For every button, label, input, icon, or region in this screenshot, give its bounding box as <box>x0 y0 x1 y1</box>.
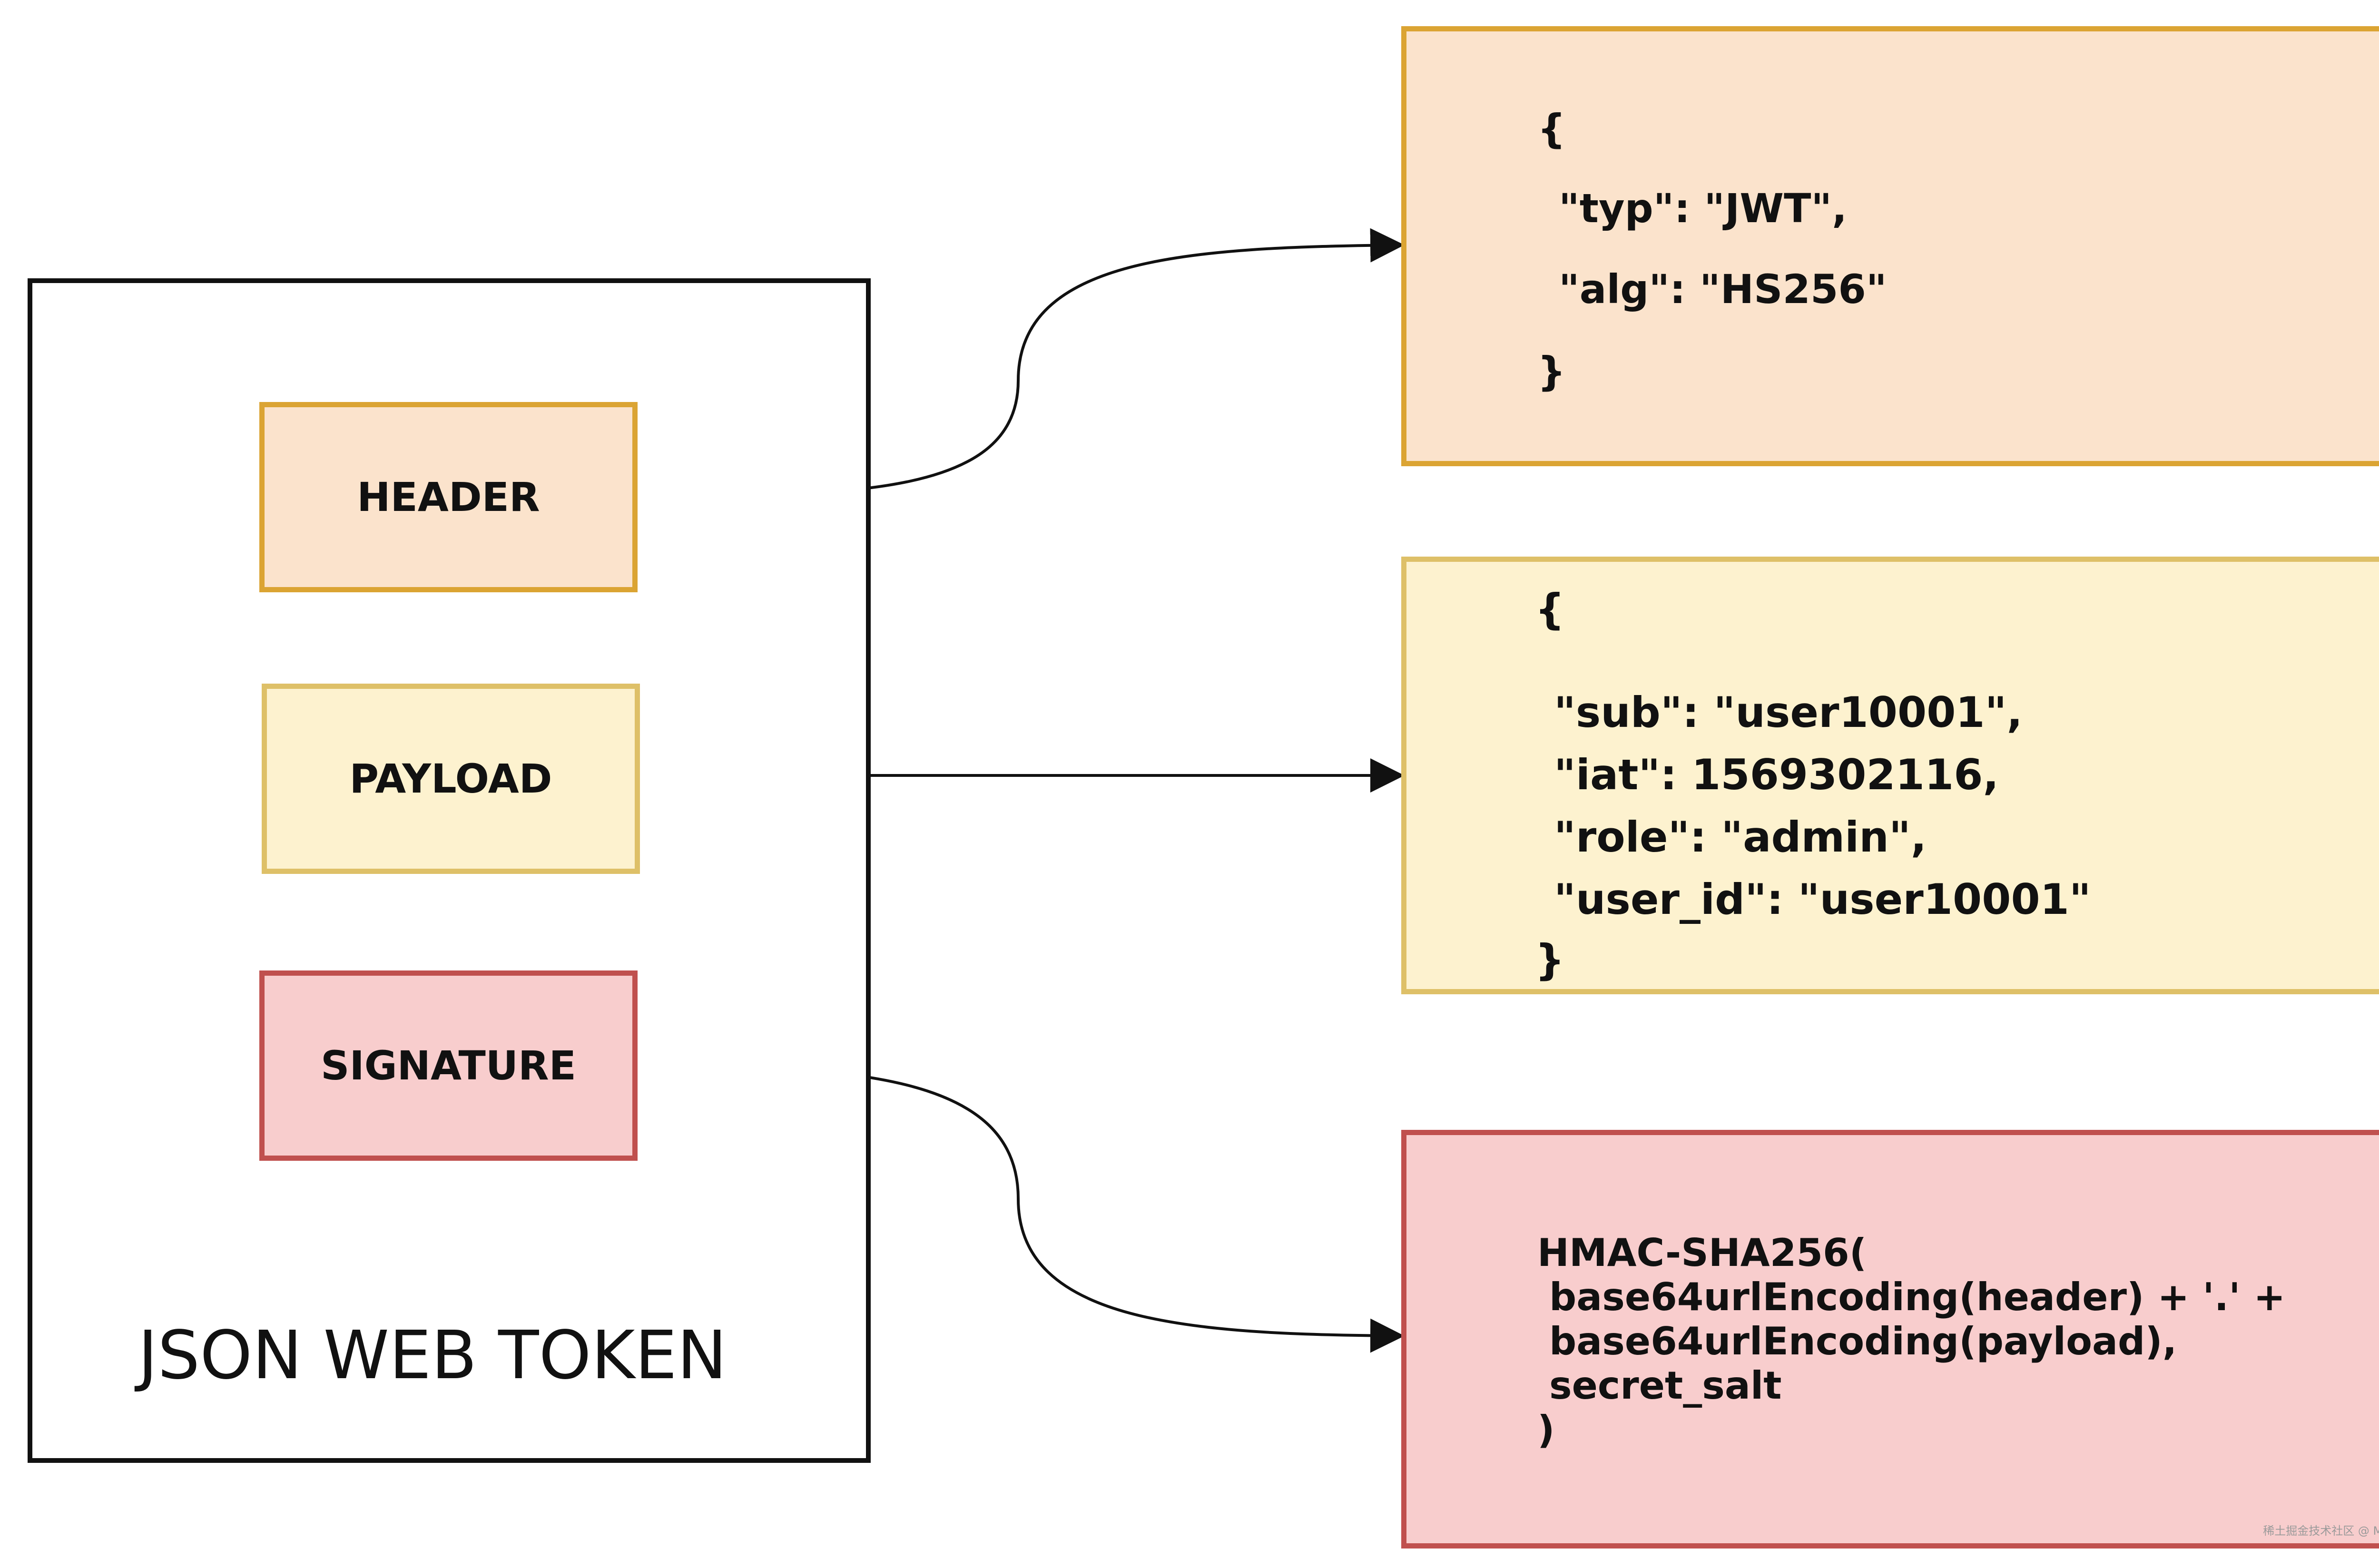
payload-part-box: PAYLOAD <box>262 684 640 874</box>
header-part-label: HEADER <box>357 474 540 520</box>
payload-detail-line: "role": "admin", <box>1554 813 1927 862</box>
signature-detail-line: base64urlEncoding(payload), <box>1549 1319 2177 1363</box>
signature-detail-line: ) <box>1537 1408 1555 1452</box>
payload-detail-line: "sub": "user10001", <box>1554 688 2023 737</box>
payload-detail-line: "user_id": "user10001" <box>1554 875 2091 924</box>
signature-detail-box: HMAC-SHA256( base64urlEncoding(header) +… <box>1401 1130 2379 1548</box>
header-detail-line: "alg": "HS256" <box>1559 266 1887 313</box>
header-detail-line: { <box>1537 106 1566 152</box>
payload-part-label: PAYLOAD <box>349 755 552 802</box>
payload-detail-line: } <box>1535 935 1565 984</box>
signature-part-label: SIGNATURE <box>320 1042 577 1089</box>
header-detail-line: } <box>1537 348 1566 395</box>
payload-detail-box: { "sub": "user10001", "iat": 1569302116,… <box>1401 557 2379 994</box>
signature-detail-line: secret_salt <box>1549 1363 1782 1408</box>
signature-detail-line: base64urlEncoding(header) + '.' + <box>1549 1275 2286 1319</box>
header-detail-line: "typ": "JWT", <box>1559 185 1848 232</box>
payload-detail-line: "iat": 1569302116, <box>1554 750 1999 799</box>
header-part-box: HEADER <box>259 402 638 592</box>
jwt-title: JSON WEB TOKEN <box>138 1317 727 1394</box>
signature-detail-line: HMAC-SHA256( <box>1537 1231 1867 1275</box>
payload-detail-line: { <box>1535 585 1565 634</box>
signature-part-box: SIGNATURE <box>259 970 638 1161</box>
watermark: 稀土掘金技术社区 @ MarisH <box>2263 1524 2379 1538</box>
header-detail-box: { "typ": "JWT", "alg": "HS256" } <box>1401 26 2379 466</box>
